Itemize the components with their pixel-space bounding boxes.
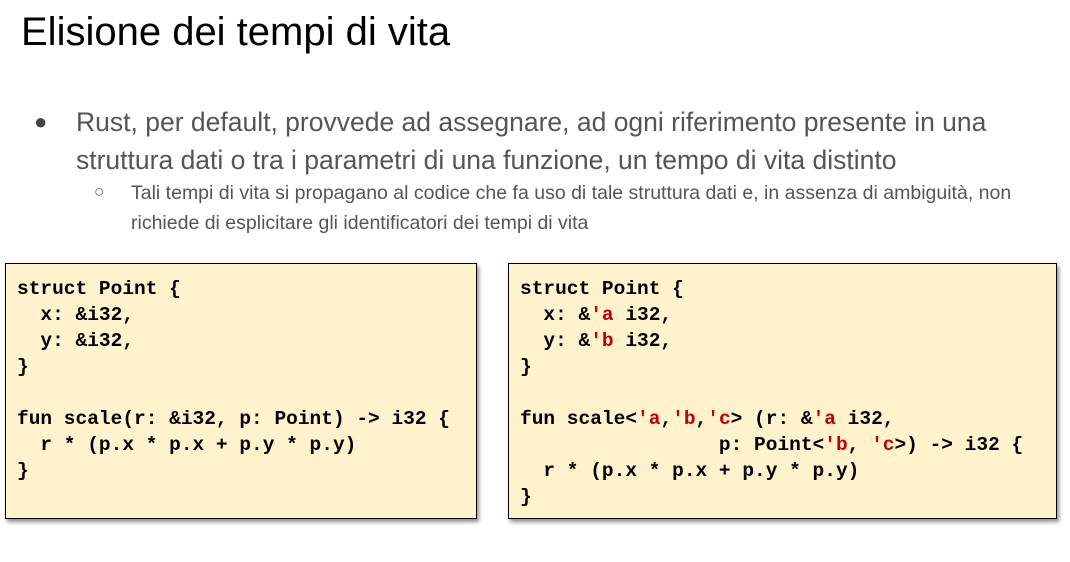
- code-line: x: &i32,: [17, 304, 135, 326]
- code-segment: fun scale<: [520, 408, 638, 430]
- code-block-implicit-lifetimes: struct Point { x: &i32, y: &i32, } fun s…: [5, 263, 477, 519]
- code-segment: y: &: [520, 330, 591, 352]
- lifetime-annotation: 'a: [590, 304, 614, 326]
- code-line: r * (p.x * p.x + p.y * p.y): [520, 460, 860, 482]
- code-segment: ,: [660, 408, 673, 430]
- bullet-1-text: Rust, per default, provvede ad assegnare…: [76, 107, 987, 175]
- lifetime-annotation: 'a: [637, 408, 661, 430]
- code-line: struct Point {: [520, 278, 684, 300]
- lifetime-annotation: 'b: [672, 408, 696, 430]
- code-block-explicit-lifetimes: struct Point { x: &'a i32, y: &'b i32, }…: [508, 263, 1057, 519]
- code-listing: struct Point { x: &'a i32, y: &'b i32, }…: [509, 264, 1056, 510]
- code-segment: i32,: [613, 330, 673, 352]
- code-line: struct Point {: [17, 278, 181, 300]
- code-segment: i32,: [613, 304, 673, 326]
- lifetime-annotation: 'a: [812, 408, 836, 430]
- slide-title: Elisione dei tempi di vita: [21, 10, 451, 54]
- code-segment: p: Point<: [520, 434, 825, 456]
- lifetime-annotation: 'b: [824, 434, 848, 456]
- code-segment: i32,: [835, 408, 895, 430]
- code-line: y: &i32,: [17, 330, 135, 352]
- code-line: }: [520, 486, 532, 508]
- code-line: }: [520, 356, 532, 378]
- lifetime-annotation: 'c: [707, 408, 731, 430]
- bullet-hollow-circle-icon: ○: [94, 182, 105, 201]
- lifetime-annotation: 'c: [871, 434, 895, 456]
- code-segment: ,: [847, 434, 872, 456]
- code-line: fun scale(r: &i32, p: Point) -> i32 {: [17, 408, 450, 430]
- code-segment: >) -> i32 {: [894, 434, 1024, 456]
- code-line: r * (p.x * p.x + p.y * p.y): [17, 434, 357, 456]
- code-segment: ,: [695, 408, 708, 430]
- bullet-filled-circle-icon: ●: [34, 109, 48, 134]
- bullet-2-text: Tali tempi di vita si propagano al codic…: [131, 182, 1012, 234]
- code-listing: struct Point { x: &i32, y: &i32, } fun s…: [6, 264, 476, 484]
- lifetime-annotation: 'b: [590, 330, 614, 352]
- code-segment: > (r: &: [730, 408, 813, 430]
- code-line: }: [17, 460, 29, 482]
- code-segment: x: &: [520, 304, 591, 326]
- code-line: }: [17, 356, 29, 378]
